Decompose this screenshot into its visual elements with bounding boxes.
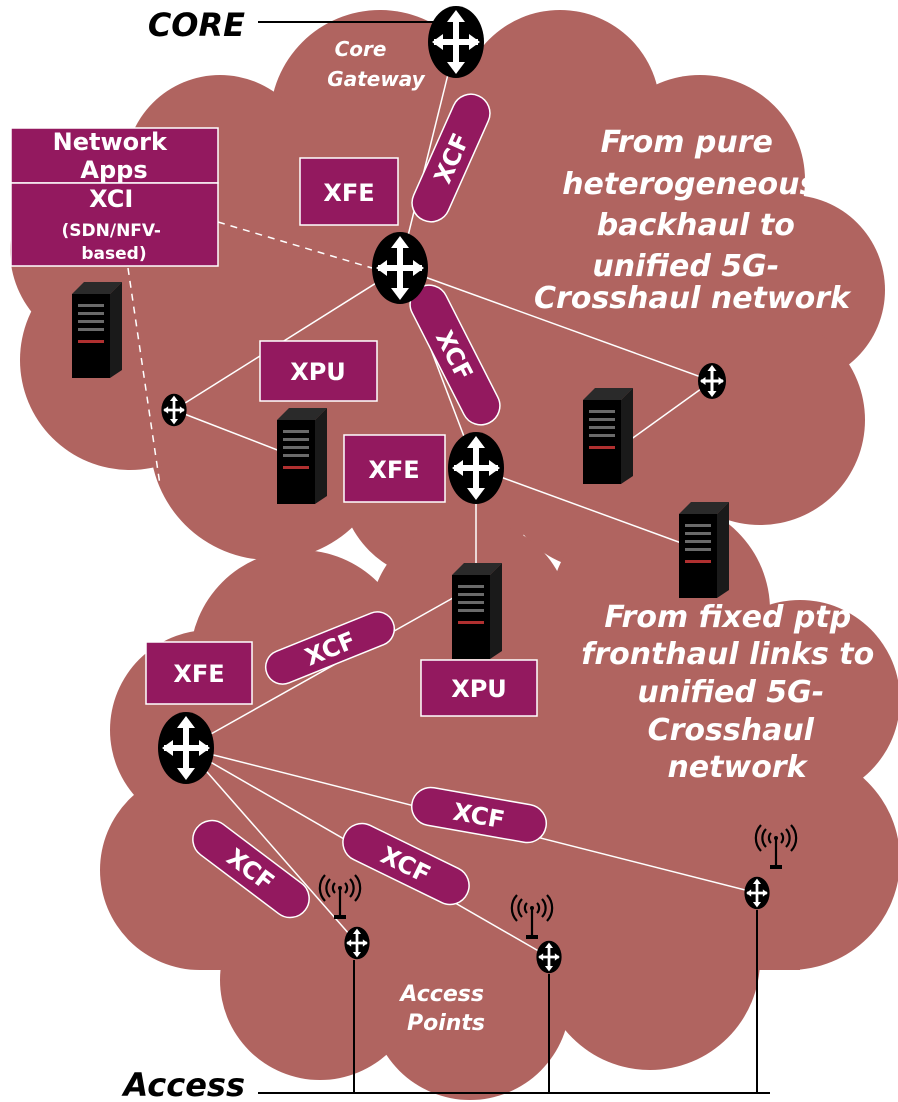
backhaul-line-1: From pure [601,125,773,160]
fronthaul-line-1: From fixed ptp [604,600,851,635]
core-gateway-label: Core Gateway [327,37,425,91]
fronthaul-line-3: unified 5G- [637,675,824,710]
xci-sub-label-2: based) [81,244,146,264]
xcf-pill-6: XCF [192,819,310,919]
xcf-pill-4: XCF [410,786,548,844]
server-icon [72,282,122,378]
network-apps-label-1: Network [53,128,168,156]
core-gateway-line-1: Core [335,37,387,61]
xfe-box-top: XFE [299,157,399,226]
fronthaul-line-4: Crosshaul [648,713,815,748]
backhaul-line-2: heterogeneous [562,167,817,202]
router-icon [744,876,770,910]
access-points-line-2: Points [407,1011,485,1036]
backhaul-statement: From pure heterogeneous backhaul to unif… [534,125,852,316]
xfe-box-lower: XFE [145,641,253,705]
xfe-label: XFE [173,660,224,688]
server-icon [583,388,633,484]
xfe-box-middle: XFE [343,434,446,503]
svg-text:Network Apps: Network Apps [53,128,176,184]
router-icon [372,232,428,304]
access-points-label: Access Points [398,982,491,1036]
network-apps-box [10,127,219,184]
network-apps-label-2: Apps [80,156,147,184]
server-icon [679,502,729,598]
fronthaul-line-5: network [667,750,808,785]
backhaul-line-4: unified 5G- [592,249,779,284]
xpu-label: XPU [451,675,507,703]
backhaul-line-5: Crosshaul network [534,281,852,316]
router-icon [448,432,504,504]
xfe-label: XFE [323,179,374,207]
fronthaul-line-2: fronthaul links to [581,637,874,672]
xfe-label: XFE [368,456,419,484]
xci-panel: Network Apps XCI (SDN/NFV- based) [10,127,219,267]
core-and-access-lines [258,21,770,1094]
xpu-box-lower: XPU [420,659,538,717]
svg-text:XCI (SDN/NFV- base: XCI (SDN/NFV- based) [62,185,167,264]
router-icon [344,926,370,960]
management-dashed-lines [127,221,373,486]
xci-box [10,182,219,267]
core-label: CORE [148,6,245,44]
access-label: Access [120,1066,245,1102]
router-icon [698,363,726,399]
fronthaul-statement: From fixed ptp fronthaul links to unifie… [581,600,884,785]
server-icon [277,408,327,504]
xci-sub-label-1: (SDN/NFV- [62,221,161,241]
xci-label: XCI [89,185,133,213]
router-icon [428,6,484,78]
backhaul-line-3: backhaul to [597,208,795,243]
core-gateway-line-2: Gateway [327,67,425,91]
xpu-label: XPU [290,358,346,386]
access-points-line-1: Access [398,982,484,1007]
router-icon [158,712,214,784]
router-icon [161,393,187,427]
router-icon [536,940,562,974]
server-icon [452,563,502,659]
xpu-box-top: XPU [259,340,378,402]
